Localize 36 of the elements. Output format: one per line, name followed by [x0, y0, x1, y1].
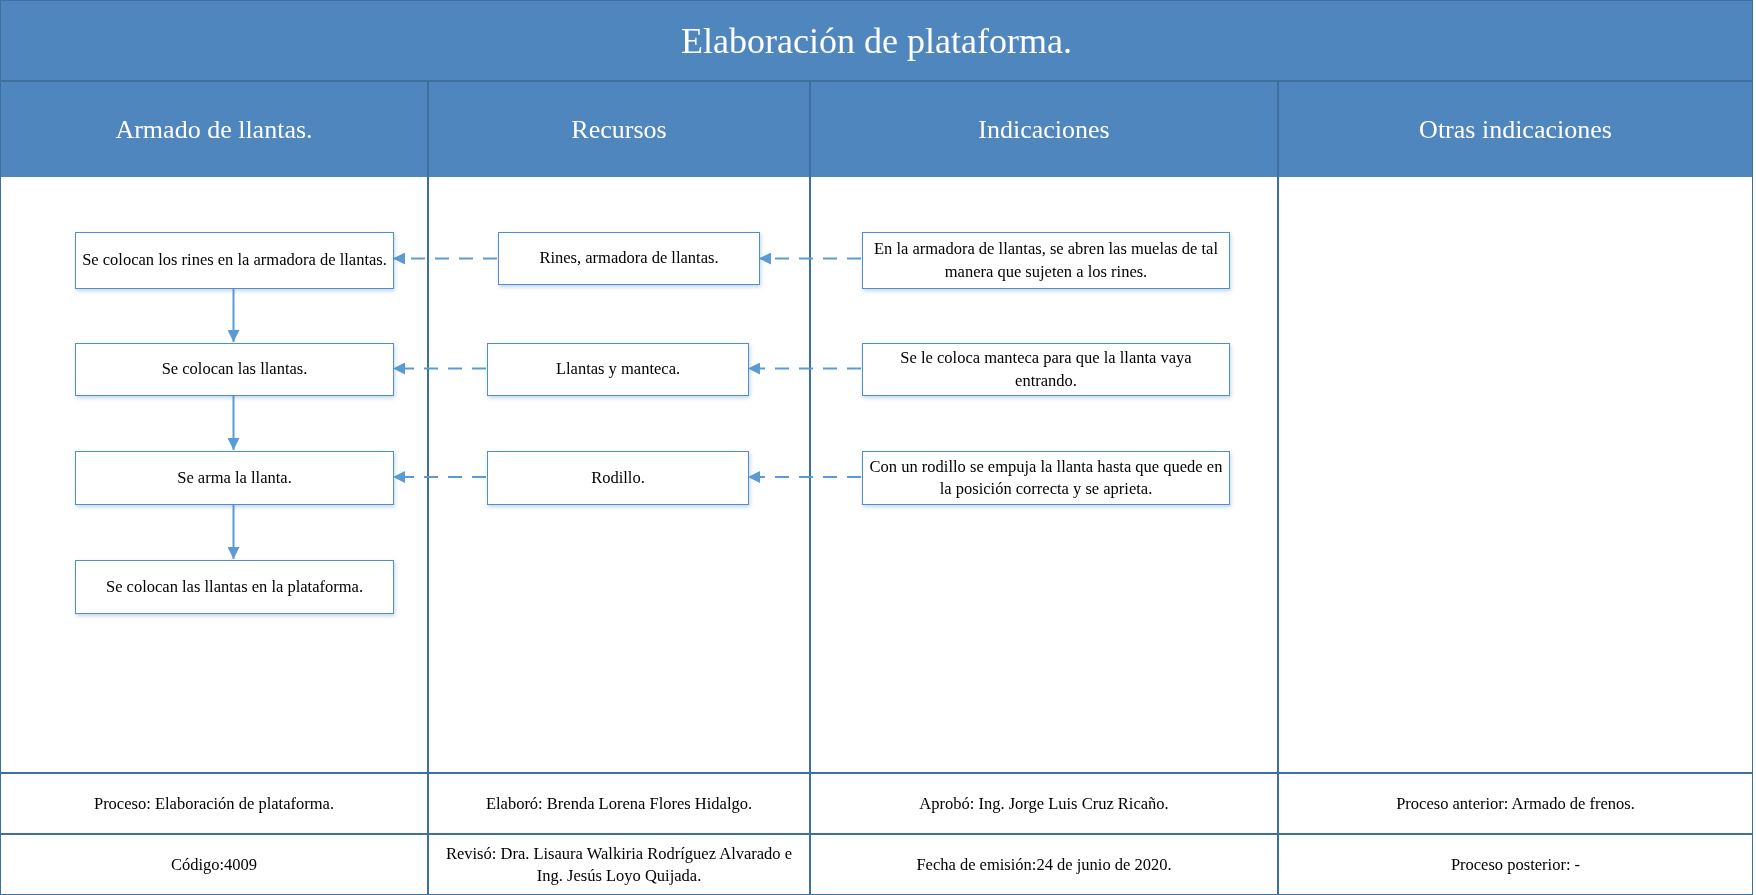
table-cell: Proceso posterior: -	[1278, 834, 1753, 895]
table-cell: Proceso anterior: Armado de frenos.	[1278, 773, 1753, 834]
swimlane	[1278, 81, 1753, 773]
process-box: Rodillo.	[487, 451, 749, 505]
process-box: Con un rodillo se empuja la llanta hasta que quede en la posición correcta y se aprieta.	[862, 451, 1230, 505]
arrow	[747, 362, 862, 375]
process-box: Se colocan las llantas en la plataforma.	[75, 560, 394, 614]
lane-title: Indicaciones	[978, 114, 1110, 145]
arrow	[392, 471, 487, 483]
arrow	[227, 287, 240, 343]
swimlane	[0, 81, 428, 773]
arrow	[392, 252, 498, 265]
table-cell: Proceso: Elaboración de plataforma.	[0, 773, 428, 834]
arrow	[392, 362, 487, 375]
swimlane	[810, 81, 1278, 773]
process-box: Se le coloca manteca para que la llanta vaya entrando.	[862, 343, 1230, 396]
process-box: Rines, armadora de llantas.	[498, 232, 760, 285]
arrow	[227, 394, 240, 451]
lane-title: Recursos	[571, 114, 667, 145]
table-cell: Aprobó: Ing. Jorge Luis Cruz Ricaño.	[810, 773, 1278, 834]
table-cell: Elaboró: Brenda Lorena Flores Hidalgo.	[428, 773, 810, 834]
lane-title: Otras indicaciones	[1419, 114, 1612, 145]
process-box: Se colocan los rines en la armadora de llantas.	[75, 232, 394, 289]
process-box: Llantas y manteca.	[487, 343, 749, 396]
table-cell: Revisó: Dra. Lisaura Walkiria Rodríguez Alvarado e Ing. Jesús Loyo Quijada.	[428, 834, 810, 895]
arrow	[747, 471, 862, 483]
process-box: En la armadora de llantas, se abren las muelas de tal manera que sujeten a los rines.	[862, 232, 1230, 289]
title-text: Elaboración de plataforma.	[681, 19, 1072, 62]
arrow	[227, 503, 240, 560]
process-box: Se colocan las llantas.	[75, 343, 394, 396]
process-box: Se arma la llanta.	[75, 451, 394, 505]
arrow	[758, 252, 862, 265]
table-cell: Fecha de emisión:24 de junio de 2020.	[810, 834, 1278, 895]
lane-title: Armado de llantas.	[115, 114, 313, 145]
swimlane	[428, 81, 810, 773]
table-cell: Código:4009	[0, 834, 428, 895]
